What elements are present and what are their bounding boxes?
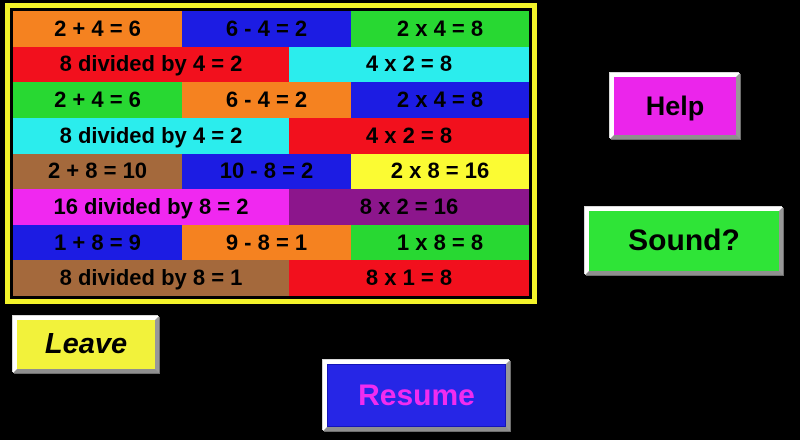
- equation-tile[interactable]: 4 x 2 = 8: [289, 117, 529, 154]
- equation-tile[interactable]: 6 - 4 = 2: [182, 82, 351, 118]
- equation-tile[interactable]: 4 x 2 = 8: [289, 46, 529, 83]
- equation-tile[interactable]: 8 divided by 8 = 1: [13, 260, 289, 296]
- leave-button[interactable]: Leave: [13, 316, 159, 373]
- resume-button[interactable]: Resume: [323, 360, 510, 431]
- equation-tile[interactable]: 6 - 4 = 2: [182, 11, 351, 47]
- sound-toggle-button[interactable]: Sound?: [585, 207, 783, 275]
- equation-tile[interactable]: 1 + 8 = 9: [13, 224, 182, 261]
- equation-tile[interactable]: 2 x 4 = 8: [351, 11, 529, 47]
- equation-tile[interactable]: 9 - 8 = 1: [182, 224, 351, 261]
- equation-tile[interactable]: 8 x 2 = 16: [289, 189, 529, 225]
- equation-tile[interactable]: 2 + 4 = 6: [13, 11, 182, 47]
- equation-tile[interactable]: 2 x 8 = 16: [351, 153, 529, 190]
- equation-tile[interactable]: 10 - 8 = 2: [182, 153, 351, 190]
- equation-tile[interactable]: 2 + 4 = 6: [13, 82, 182, 118]
- equation-tile[interactable]: 1 x 8 = 8: [351, 224, 529, 261]
- equation-tile[interactable]: 8 x 1 = 8: [289, 260, 529, 296]
- equation-tile[interactable]: 2 x 4 = 8: [351, 82, 529, 118]
- equation-tile[interactable]: 8 divided by 4 = 2: [13, 117, 289, 154]
- help-button[interactable]: Help: [610, 73, 740, 139]
- equation-tile[interactable]: 2 + 8 = 10: [13, 153, 182, 190]
- equation-tile[interactable]: 8 divided by 4 = 2: [13, 46, 289, 83]
- equation-tile[interactable]: 16 divided by 8 = 2: [13, 189, 289, 225]
